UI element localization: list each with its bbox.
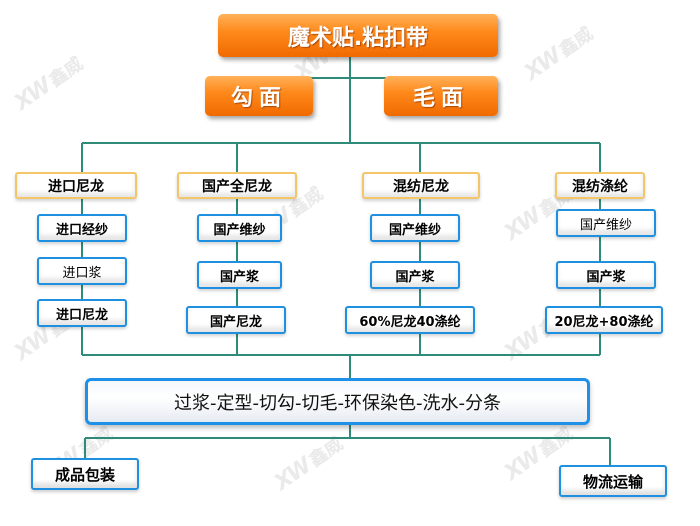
material-item: 进口尼龙 <box>37 299 127 327</box>
material-item: 60%尼龙40涤纶 <box>345 306 475 334</box>
material-item: 国产维纱 <box>556 209 656 237</box>
material-item: 国产浆 <box>370 261 460 289</box>
process-steps: 过浆-定型-切勾-切毛-环保染色-洗水-分条 <box>85 378 590 425</box>
material-item: 进口浆 <box>37 257 127 285</box>
material-item: 进口经纱 <box>37 214 127 242</box>
material-item: 国产维纱 <box>197 214 282 242</box>
output-finished-packaging: 成品包装 <box>31 458 139 490</box>
material-item: 国产浆 <box>197 261 282 289</box>
diagram-title: 魔术贴.粘扣带 <box>218 14 498 57</box>
category-blended-polyester: 混纺涤纶 <box>555 172 645 199</box>
loop-face-box: 毛面 <box>384 76 498 116</box>
category-domestic-nylon: 国产全尼龙 <box>177 172 297 199</box>
material-item: 国产维纱 <box>370 214 460 242</box>
output-logistics: 物流运输 <box>559 465 667 497</box>
material-item: 国产浆 <box>556 261 656 289</box>
material-item: 国产尼龙 <box>186 306 286 334</box>
category-imported-nylon: 进口尼龙 <box>15 172 137 199</box>
hook-face-box: 勾面 <box>205 76 313 116</box>
category-blended-nylon: 混纺尼龙 <box>362 172 480 199</box>
material-item: 20尼龙+80涤纶 <box>545 306 663 334</box>
